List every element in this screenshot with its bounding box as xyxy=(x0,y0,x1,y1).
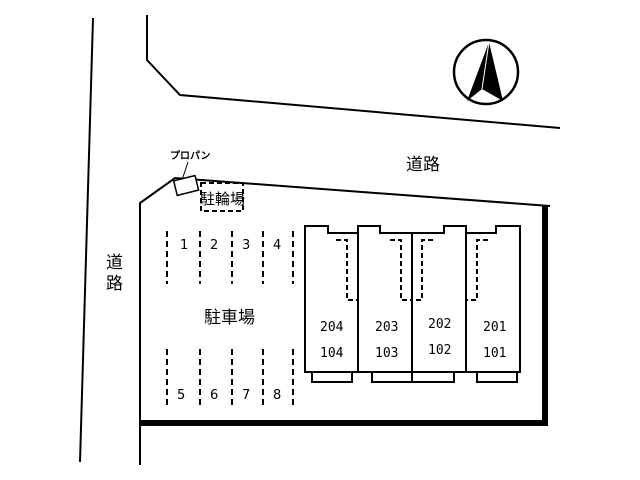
unit-block: 204 104 xyxy=(304,225,359,383)
apartment-building: 204 104 203 103 202 102 201 101 xyxy=(304,225,521,383)
parking-space-number: 1 xyxy=(180,238,188,253)
stair-line xyxy=(336,239,358,301)
unit-number-upper: 202 xyxy=(428,317,451,332)
propane-leader-line xyxy=(181,161,189,181)
unit-block: 201 101 xyxy=(465,225,521,383)
unit-number-upper: 203 xyxy=(375,320,398,335)
north-arrow-split xyxy=(481,41,490,90)
top-road-boundary xyxy=(146,15,561,129)
property-boundary-thin xyxy=(139,176,551,465)
compass xyxy=(452,38,520,106)
parking-bottom-row: 5 6 7 8 xyxy=(166,349,294,405)
road-label-top: 道路 xyxy=(406,155,440,175)
unit-block: 202 102 xyxy=(411,225,467,383)
parking-space-number: 6 xyxy=(210,388,218,403)
road-label-left-1: 道 xyxy=(106,253,123,273)
left-road-boundary xyxy=(79,17,94,463)
balcony xyxy=(311,371,353,383)
unit-number-lower: 101 xyxy=(483,346,506,361)
unit-block: 203 103 xyxy=(357,225,413,383)
parking-space-number: 4 xyxy=(273,238,281,253)
bicycle-parking-area xyxy=(200,182,244,212)
parking-space-number: 3 xyxy=(242,238,250,253)
unit-number-upper: 201 xyxy=(483,320,506,335)
unit-number-lower: 104 xyxy=(320,346,344,361)
parking-lot-label: 駐車場 xyxy=(204,308,255,328)
property-boundary-thick xyxy=(140,206,548,426)
stair-line xyxy=(466,239,488,301)
stair-line xyxy=(412,239,433,301)
bicycle-parking-label: 駐輪場 xyxy=(200,190,245,208)
road-label-left-2: 路 xyxy=(106,274,123,294)
parking-space-number: 2 xyxy=(210,238,218,253)
propane-tank-icon xyxy=(172,174,200,197)
propane-label: プロパン xyxy=(170,149,211,162)
parking-top-row: 1 2 3 4 xyxy=(166,231,294,284)
parking-space-number: 8 xyxy=(273,388,281,403)
unit-number-upper: 204 xyxy=(320,320,344,335)
parking-space-number: 5 xyxy=(177,388,185,403)
balcony xyxy=(411,371,455,383)
stair-line xyxy=(390,239,412,301)
balcony xyxy=(371,371,413,383)
parking-space-number: 7 xyxy=(242,388,250,403)
unit-number-lower: 102 xyxy=(428,343,451,358)
unit-outline xyxy=(465,225,521,373)
unit-number-lower: 103 xyxy=(375,346,398,361)
balcony xyxy=(476,371,518,383)
